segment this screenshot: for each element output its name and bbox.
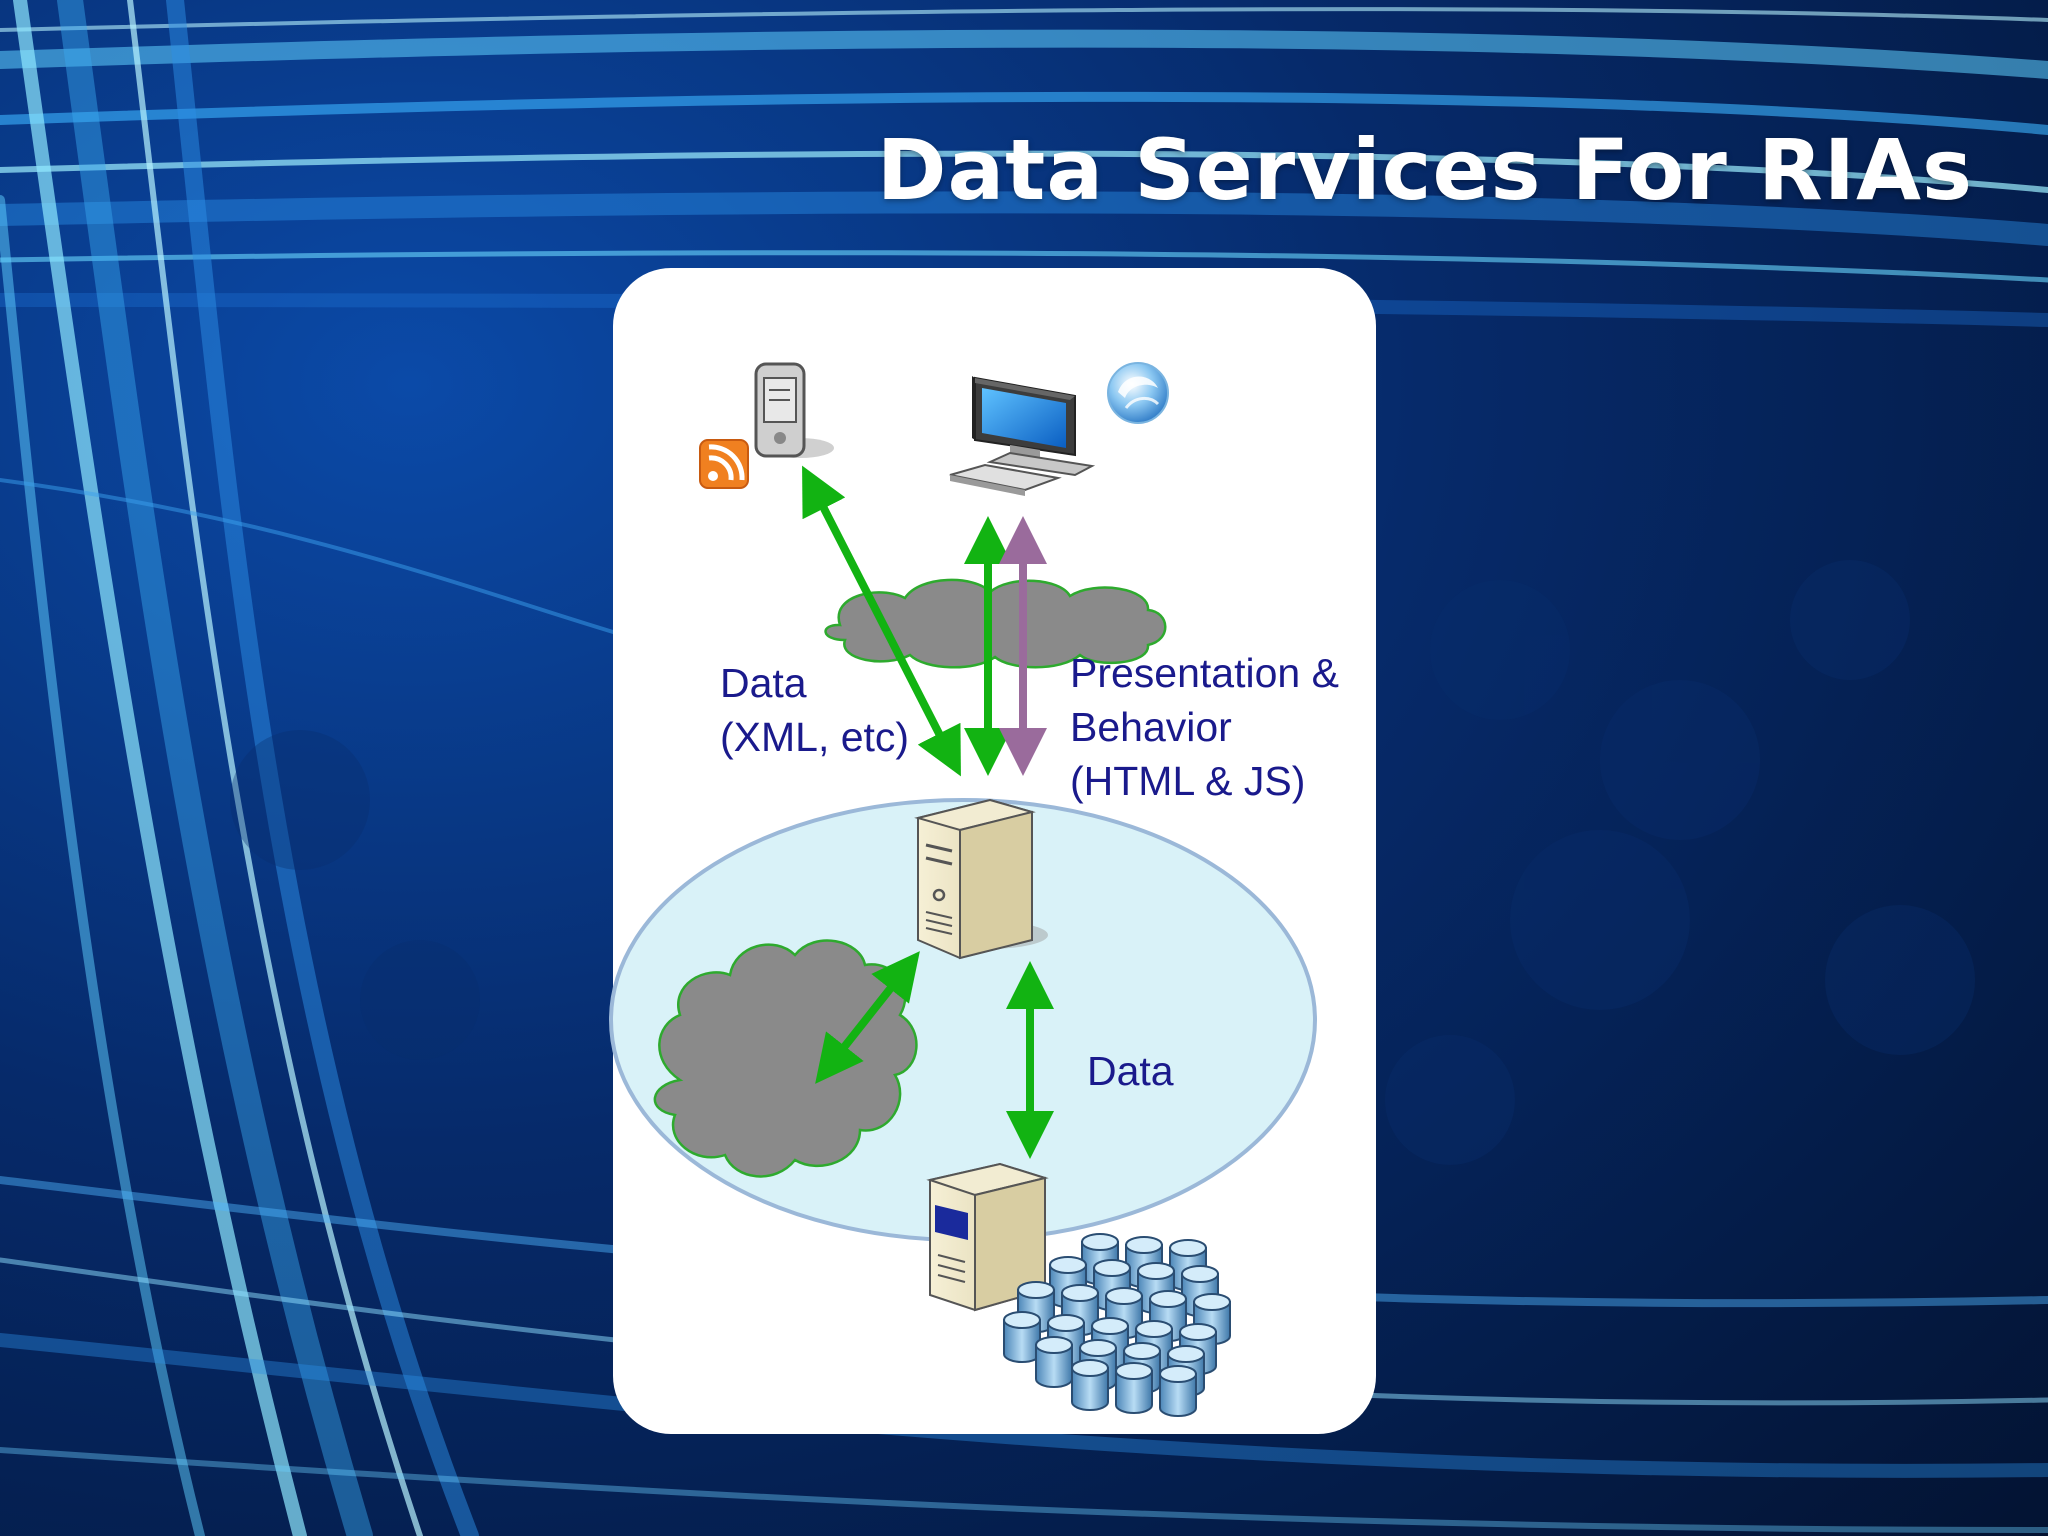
database-cylinder xyxy=(1035,1336,1073,1388)
client-data-label: Data (XML, etc) xyxy=(720,656,909,764)
client-data-label-line-2: (XML, etc) xyxy=(720,714,910,760)
pda-data-arrow xyxy=(802,465,961,777)
database-cluster-icon xyxy=(1003,1233,1231,1417)
client-data-label-line-1: Data xyxy=(720,660,807,706)
presentation-label: Presentation & Behavior (HTML & JS) xyxy=(1070,646,1339,808)
database-cylinder xyxy=(1159,1365,1197,1417)
data-flow-arrows xyxy=(802,465,1054,1159)
slide-title: Data Services For RIAs xyxy=(876,121,1973,219)
database-cylinder xyxy=(1115,1362,1153,1414)
pda-device-icon xyxy=(754,362,834,458)
database-cylinder xyxy=(1071,1359,1109,1411)
services-data-arrow xyxy=(815,951,920,1084)
web-server-icon xyxy=(914,798,1048,960)
presentation-label-line-1: Presentation & xyxy=(1070,650,1339,696)
presentation-label-line-2: Behavior xyxy=(1070,704,1232,750)
database-cylinder xyxy=(1003,1311,1041,1363)
rss-feed-icon xyxy=(699,439,749,489)
desktop-computer-icon xyxy=(949,376,1096,496)
database-cylinder xyxy=(1105,1287,1143,1339)
silverlight-logo-icon xyxy=(1107,362,1169,424)
presentation-label-line-3: (HTML & JS) xyxy=(1070,758,1306,804)
backend-data-label: Data xyxy=(1087,1048,1174,1094)
